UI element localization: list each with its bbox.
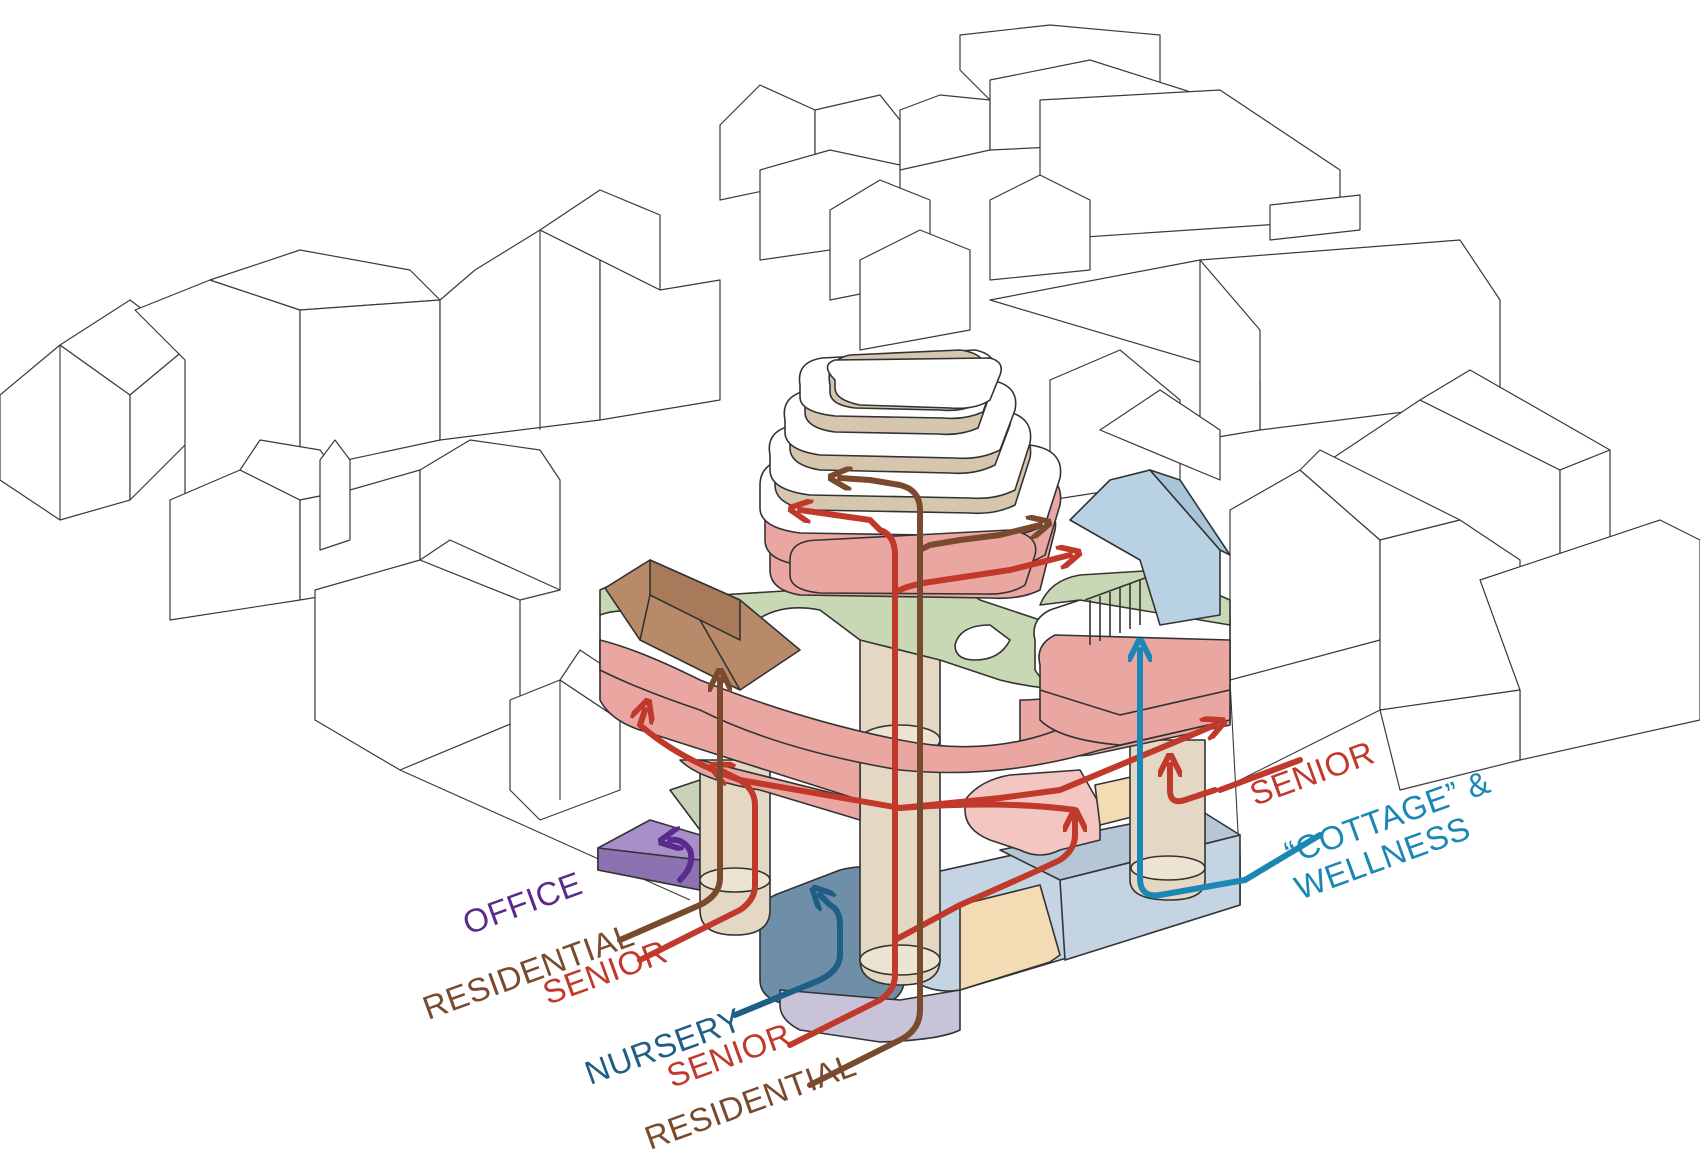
context-buildings xyxy=(0,24,1700,901)
label-senior-right: SENIOR xyxy=(1245,734,1379,813)
context-building-left-row xyxy=(134,189,721,501)
context-building-right-front xyxy=(1229,449,1700,791)
tower-crown-top xyxy=(826,357,1003,410)
context-building-left-front xyxy=(314,539,641,821)
nursery-flow xyxy=(732,895,843,1018)
label-office: OFFICE xyxy=(458,864,587,941)
office-flow xyxy=(670,840,695,883)
residential-flow-left xyxy=(617,680,720,943)
context-building-far-left xyxy=(0,299,191,521)
senior-flow-main-branch xyxy=(892,555,1070,593)
flow-arrows xyxy=(617,478,1323,1088)
cottage-volume xyxy=(1069,469,1221,626)
residential-flow-branch xyxy=(917,525,1040,553)
senior-flow-right-tail xyxy=(1217,757,1303,793)
tree-tower xyxy=(759,349,1062,600)
senior-flow-left xyxy=(637,770,758,963)
context-building-top-cluster xyxy=(719,24,1361,351)
senior-flow-lower-branch xyxy=(892,820,1075,943)
right-wing xyxy=(954,469,1231,746)
pergola xyxy=(1084,577,1146,645)
senior-flow-east xyxy=(897,725,1215,811)
senior-ground-volume xyxy=(964,769,1101,856)
base-slab-yellow xyxy=(959,884,1061,991)
residential-flow-main xyxy=(807,478,923,1088)
residential-roof xyxy=(604,559,801,691)
senior-flow-main xyxy=(790,510,898,1048)
senior-flow-right xyxy=(1170,765,1218,805)
cottage-flow xyxy=(1140,650,1323,899)
context-building-back-left xyxy=(169,439,561,621)
